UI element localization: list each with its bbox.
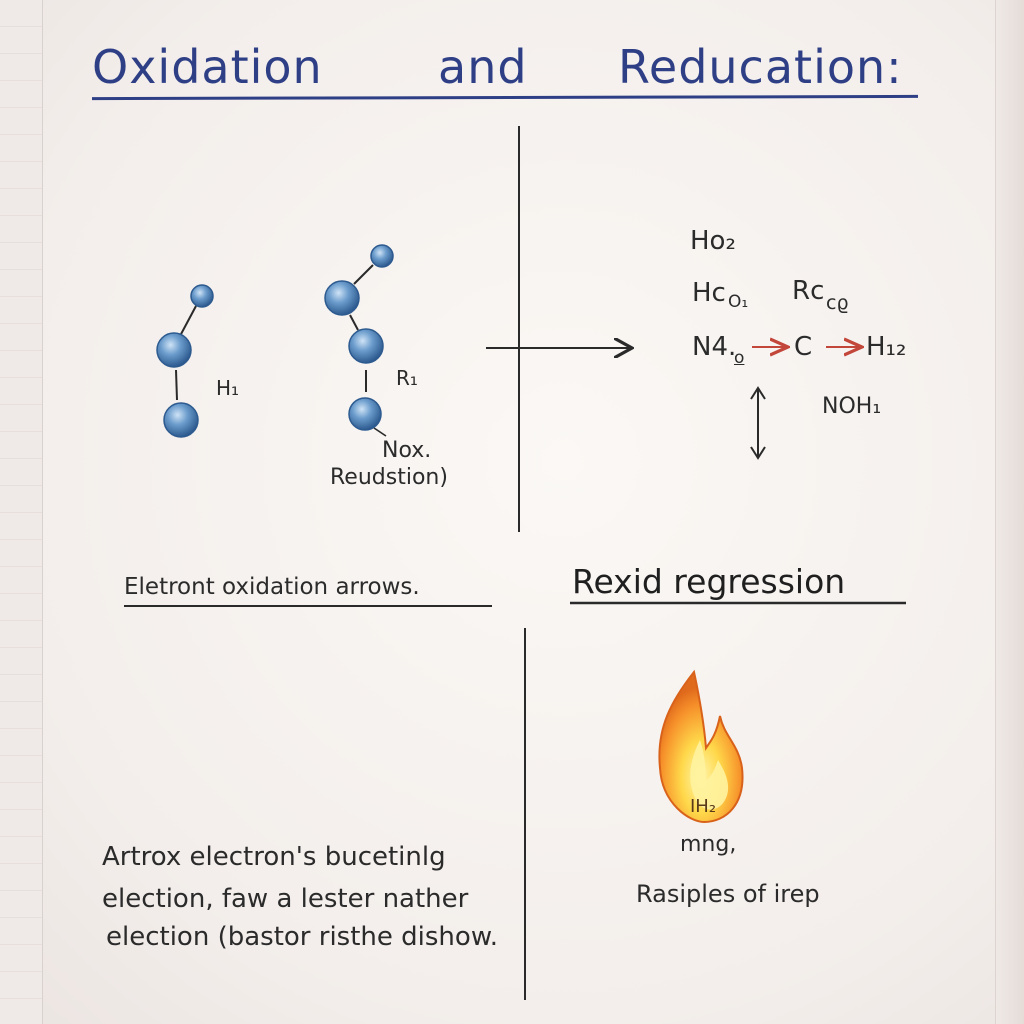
molecule-label-right: R₁ xyxy=(396,366,418,390)
title-word-and: and xyxy=(438,40,528,94)
right-section-heading: Rexid regression xyxy=(572,562,846,601)
title-word-reducation: Reducation: xyxy=(618,40,903,94)
molecule-caption-line1: Nox. xyxy=(382,438,432,463)
atom xyxy=(190,284,214,308)
notebook-left-edge xyxy=(0,0,43,1024)
formula-rc: Rc xyxy=(792,276,825,306)
formula-ho2: Ho₂ xyxy=(690,226,736,256)
formula-hc-sub: O₁ xyxy=(728,292,749,312)
formula-n4-sub: o xyxy=(734,348,745,368)
double-arrow xyxy=(750,386,766,460)
molecule-label-left: H₁ xyxy=(216,376,240,400)
note-left-line1: Artrox electron's bucetinlg xyxy=(102,842,446,872)
formula-hc: Hc xyxy=(692,278,726,308)
formula-n4: N4. xyxy=(692,332,737,362)
atom xyxy=(324,280,360,316)
atom xyxy=(370,244,394,268)
atom xyxy=(156,332,192,368)
right-molecule xyxy=(324,244,394,437)
flame-caption: mng, xyxy=(680,832,737,857)
title-word-oxidation: Oxidation xyxy=(92,40,323,94)
flame-label: IH₂ xyxy=(690,796,717,817)
formula-h12: H₁₂ xyxy=(866,332,907,362)
atom xyxy=(348,328,384,364)
atom xyxy=(348,397,382,431)
note-left-line2: election, faw a lester nather xyxy=(102,884,469,914)
note-right-line1: Rasiples of irep xyxy=(636,880,820,908)
formula-rc-sub: cϱ xyxy=(826,292,849,314)
left-molecule xyxy=(156,284,214,438)
formula-c: C xyxy=(794,332,813,362)
formula-noh1: NOH₁ xyxy=(822,394,882,419)
flame-icon xyxy=(658,669,744,824)
note-left-line3: election (bastor risthe dishow. xyxy=(106,922,498,952)
lower-vertical-divider xyxy=(524,628,526,1000)
page-title: Oxidation and Reducation: xyxy=(91,40,932,101)
notebook-right-edge xyxy=(995,0,1024,1024)
atom xyxy=(163,402,199,438)
molecule-caption-line2: Reudstion) xyxy=(330,465,448,490)
upper-vertical-divider xyxy=(518,126,520,532)
left-section-heading: Eletront oxidation arrows. xyxy=(124,574,420,600)
